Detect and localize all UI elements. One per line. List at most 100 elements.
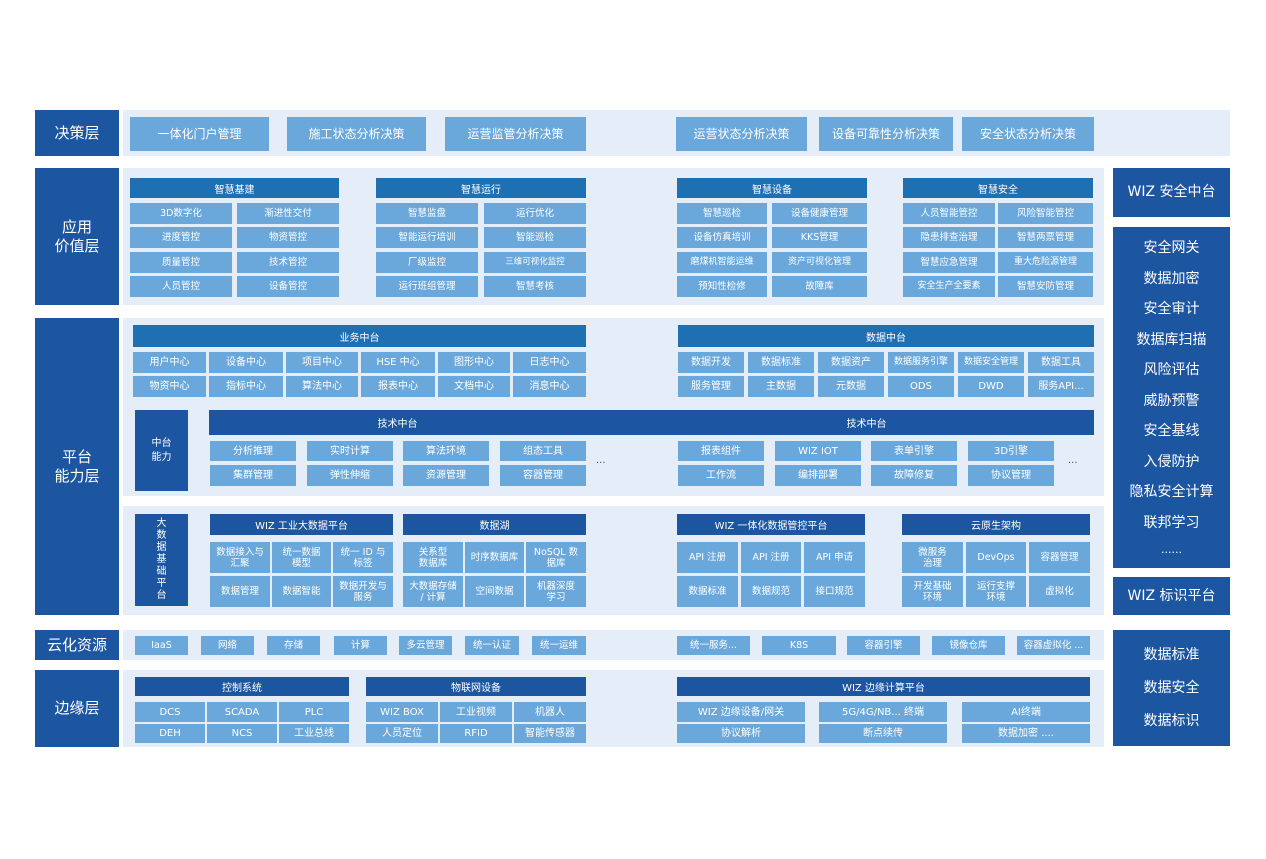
tech-item: WIZ IOT — [775, 441, 861, 461]
business-item: 文档中心 — [438, 376, 510, 397]
bigdata-item: API 注册 — [741, 542, 801, 573]
bigdata-item: 时序数据库 — [465, 542, 524, 573]
business-item: 项目中心 — [286, 352, 358, 373]
layer-edge-label: 边缘层 — [35, 670, 119, 747]
business-item: 报表中心 — [361, 376, 435, 397]
bigdata-item: 机器深度 学习 — [526, 576, 586, 607]
edge-item: 机器人 — [514, 702, 586, 722]
edge-item: NCS — [207, 724, 277, 743]
tech-item: 弹性伸缩 — [307, 465, 393, 486]
edge-item: SCADA — [207, 702, 277, 722]
data-item: 服务管理 — [678, 376, 744, 397]
data-item: 数据开发 — [678, 352, 744, 373]
tech-item: 3D引擎 — [968, 441, 1054, 461]
data-item: 主数据 — [748, 376, 814, 397]
cloud-item: 统一运维 — [532, 636, 586, 655]
cloud-item: 多云管理 — [399, 636, 452, 655]
bigdata-item: API 注册 — [677, 542, 738, 573]
id-items-panel: 数据标准 数据安全 数据标识 — [1113, 630, 1230, 746]
security-item: 入侵防护 — [1143, 453, 1200, 470]
app-group-header: 智慧基建 — [130, 178, 339, 198]
data-item: 数据工具 — [1028, 352, 1094, 373]
bigdata-group-header: 云原生架构 — [902, 514, 1090, 535]
app-item: 进度管控 — [130, 227, 232, 248]
app-group-header: 智慧运行 — [376, 178, 586, 198]
app-item: 物资管控 — [237, 227, 339, 248]
layer-application-label: 应用 价值层 — [35, 168, 119, 305]
decision-item: 运营状态分析决策 — [676, 117, 807, 151]
tech-item: 实时计算 — [307, 441, 393, 461]
edge-item: 人员定位 — [366, 724, 438, 743]
data-middle-header: 数据中台 — [678, 325, 1094, 347]
data-item: 数据标准 — [748, 352, 814, 373]
data-item: 数据服务引擎 — [888, 352, 954, 373]
bigdata-item: 接口规范 — [804, 576, 865, 607]
edge-item: 工业总线 — [279, 724, 349, 743]
edge-item: DCS — [135, 702, 205, 722]
app-item: 运行优化 — [484, 203, 586, 224]
bigdata-item: 统一 ID 与 标签 — [333, 542, 393, 573]
edge-item: 协议解析 — [677, 724, 805, 743]
business-item: 图形中心 — [438, 352, 510, 373]
edge-group-header: WIZ 边缘计算平台 — [677, 677, 1090, 696]
security-item: ...... — [1161, 543, 1182, 556]
app-item: 三维可视化监控 — [484, 252, 586, 273]
security-item: 隐私安全计算 — [1129, 484, 1214, 500]
bigdata-platform-label: 大 数 据 基 础 平 台 — [135, 514, 188, 606]
layer-platform-label: 平台 能力层 — [35, 318, 119, 615]
app-item: 3D数字化 — [130, 203, 232, 224]
bigdata-item: 数据接入与 汇聚 — [210, 542, 270, 573]
id-platform-title: WIZ 标识平台 — [1113, 577, 1230, 615]
edge-item: WIZ BOX — [366, 702, 438, 722]
app-item: 智慧应急管理 — [903, 252, 995, 273]
security-item: 数据库扫描 — [1136, 331, 1207, 348]
tech-item: 工作流 — [678, 465, 764, 486]
edge-item: 工业视频 — [440, 702, 512, 722]
tech-item: 表单引擎 — [871, 441, 957, 461]
app-item: 渐进性交付 — [237, 203, 339, 224]
tech-item: 编排部署 — [775, 465, 861, 486]
data-item: ODS — [888, 376, 954, 397]
bigdata-item: 空间数据 — [465, 576, 524, 607]
id-item: 数据标准 — [1143, 647, 1200, 663]
edge-item: RFID — [440, 724, 512, 743]
tech-item: 集群管理 — [210, 465, 296, 486]
app-item: 运行班组管理 — [376, 276, 478, 297]
bigdata-item: 数据智能 — [272, 576, 331, 607]
bigdata-item: 统一数据 模型 — [272, 542, 331, 573]
app-item: 人员管控 — [130, 276, 232, 297]
business-item: 用户中心 — [133, 352, 206, 373]
middle-capability-label: 中台 能力 — [135, 410, 188, 491]
cloud-item: 计算 — [334, 636, 387, 655]
app-group-header: 智慧安全 — [903, 178, 1093, 198]
edge-item: 断点续传 — [819, 724, 947, 743]
app-item: 设备管控 — [237, 276, 339, 297]
app-item: 安全生产全要素 — [903, 276, 995, 297]
app-item: 重大危险源管理 — [998, 252, 1093, 273]
tech-middle-header-left: 技术中台 — [377, 419, 418, 430]
business-item: HSE 中心 — [361, 352, 435, 373]
layer-cloud-label: 云化资源 — [35, 630, 119, 660]
edge-item: PLC — [279, 702, 349, 722]
bigdata-item: 数据管理 — [210, 576, 270, 607]
data-item: 元数据 — [818, 376, 884, 397]
tech-middle-bar — [209, 410, 1094, 435]
app-item: 智能巡检 — [484, 227, 586, 248]
cloud-item: 网络 — [201, 636, 254, 655]
cloud-item: IaaS — [135, 636, 188, 655]
app-item: KKS管理 — [772, 227, 867, 248]
app-item: 资产可视化管理 — [772, 252, 867, 273]
tech-item: 报表组件 — [678, 441, 764, 461]
bigdata-item: 数据标准 — [677, 576, 738, 607]
edge-group-header: 物联网设备 — [366, 677, 586, 696]
tech-item: 算法环境 — [403, 441, 489, 461]
security-item: 安全基线 — [1143, 423, 1200, 439]
cloud-item: K8S — [762, 636, 836, 655]
app-item: 厂级监控 — [376, 252, 478, 273]
business-item: 算法中心 — [286, 376, 358, 397]
decision-item: 施工状态分析决策 — [287, 117, 426, 151]
bigdata-item: API 申请 — [804, 542, 865, 573]
app-item: 磨煤机智能运维 — [677, 252, 767, 273]
tech-item: 故障修复 — [871, 465, 957, 486]
security-item: 威胁预警 — [1143, 392, 1200, 409]
